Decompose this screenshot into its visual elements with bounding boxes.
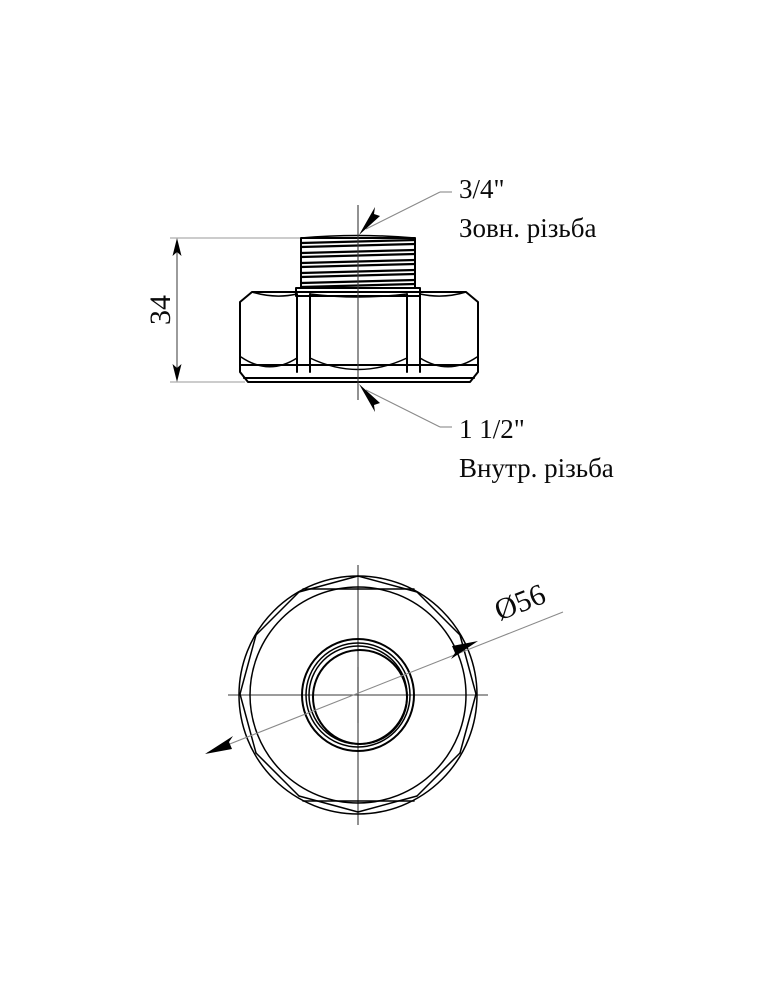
diameter-arrow-upper-right (451, 641, 478, 659)
callout-external-thread-type: Зовн. різьба (459, 213, 596, 243)
diameter-arrow-lower-left (205, 736, 233, 754)
hex-bottom-arc-left (240, 356, 298, 368)
leader-arrow-top (359, 207, 380, 235)
dim-arrow-up (172, 238, 182, 256)
callout-internal-thread-type: Внутр. різьба (459, 453, 614, 483)
height-dimension-label: 34 (144, 295, 177, 325)
leader-arrow-bottom (359, 384, 380, 412)
leader-internal-thread (359, 384, 452, 428)
callout-external-thread-size: 3/4" (459, 174, 505, 204)
hex-inscribed-circle (249, 586, 467, 804)
hex-bottom-arc-right (419, 356, 478, 368)
internal-thread-circle-2 (305, 642, 411, 748)
front-elevation-view: 34 (144, 174, 614, 483)
end-view: Ø56 (205, 565, 564, 825)
bore-center-cross (330, 667, 386, 723)
hex-top-arc-right (419, 291, 467, 297)
internal-thread-circle-outer (301, 638, 415, 752)
callout-internal-thread-size: 1 1/2" (459, 414, 525, 444)
hex-top-arc-left (251, 291, 298, 297)
diameter-leader-line (206, 611, 564, 754)
leader-external-thread (359, 191, 452, 235)
internal-thread-circle-inner (312, 649, 408, 745)
dim-arrow-down (172, 364, 182, 382)
hex-body-outline (239, 291, 479, 383)
